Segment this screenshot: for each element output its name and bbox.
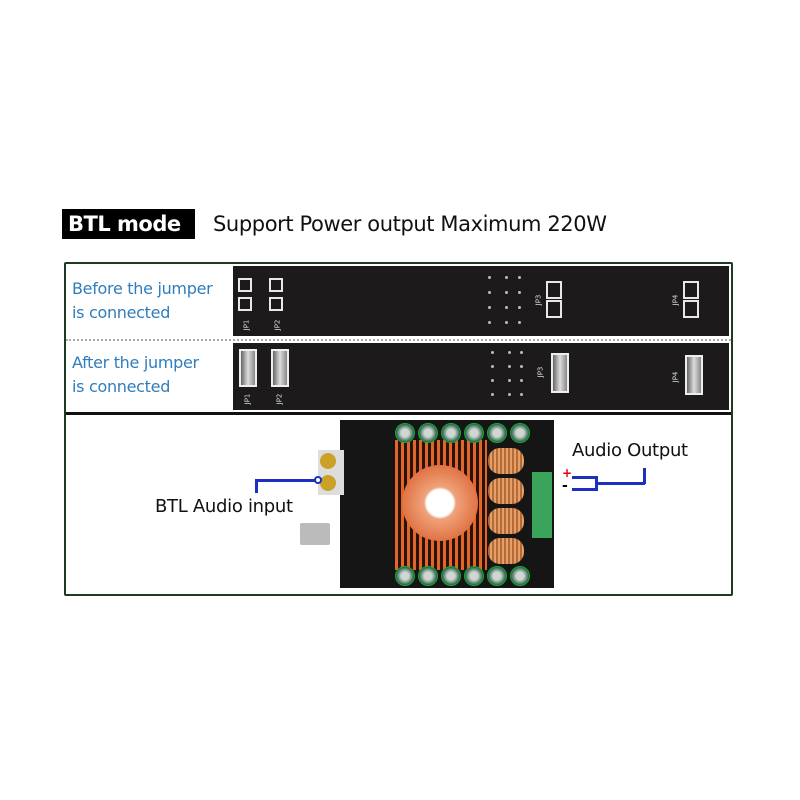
jumper-label: JP2 (273, 319, 282, 331)
plus-sign: + (562, 466, 573, 480)
jumper-label: JP1 (243, 393, 252, 405)
jumper-label: JP4 (671, 371, 680, 383)
page-title: Support Power output Maximum 220W (213, 212, 607, 236)
volume-knob (300, 523, 330, 545)
speaker-terminal (532, 472, 552, 538)
row-before-label: Before the jumper is connected (72, 277, 213, 325)
input-label: BTL Audio input (155, 496, 293, 517)
fan (402, 465, 478, 541)
pcb-strip-after: JP1 JP2 JP3 JP4 (233, 343, 729, 410)
jumper-label: JP3 (534, 294, 543, 306)
jumper-label: JP1 (242, 319, 251, 331)
jumper-label: JP4 (671, 294, 680, 306)
input-connector-dot (314, 476, 322, 484)
output-label: Audio Output (572, 440, 688, 461)
pcb-strip-before: JP1 JP2 JP3 JP4 (233, 266, 729, 336)
rca-jacks (318, 450, 344, 495)
diagram-frame (64, 262, 733, 596)
jumper-label: JP2 (275, 393, 284, 405)
section-divider (66, 412, 731, 415)
jumper-label: JP3 (536, 366, 545, 378)
label-line: Before the jumper (72, 279, 213, 298)
row-divider (66, 339, 731, 341)
label-line: After the jumper (72, 353, 199, 372)
label-line: is connected (72, 377, 171, 396)
minus-sign: - (562, 478, 568, 494)
row-after-label: After the jumper is connected (72, 351, 199, 399)
mode-badge: BTL mode (62, 209, 195, 239)
amplifier-board-image (340, 420, 554, 588)
label-line: is connected (72, 303, 171, 322)
